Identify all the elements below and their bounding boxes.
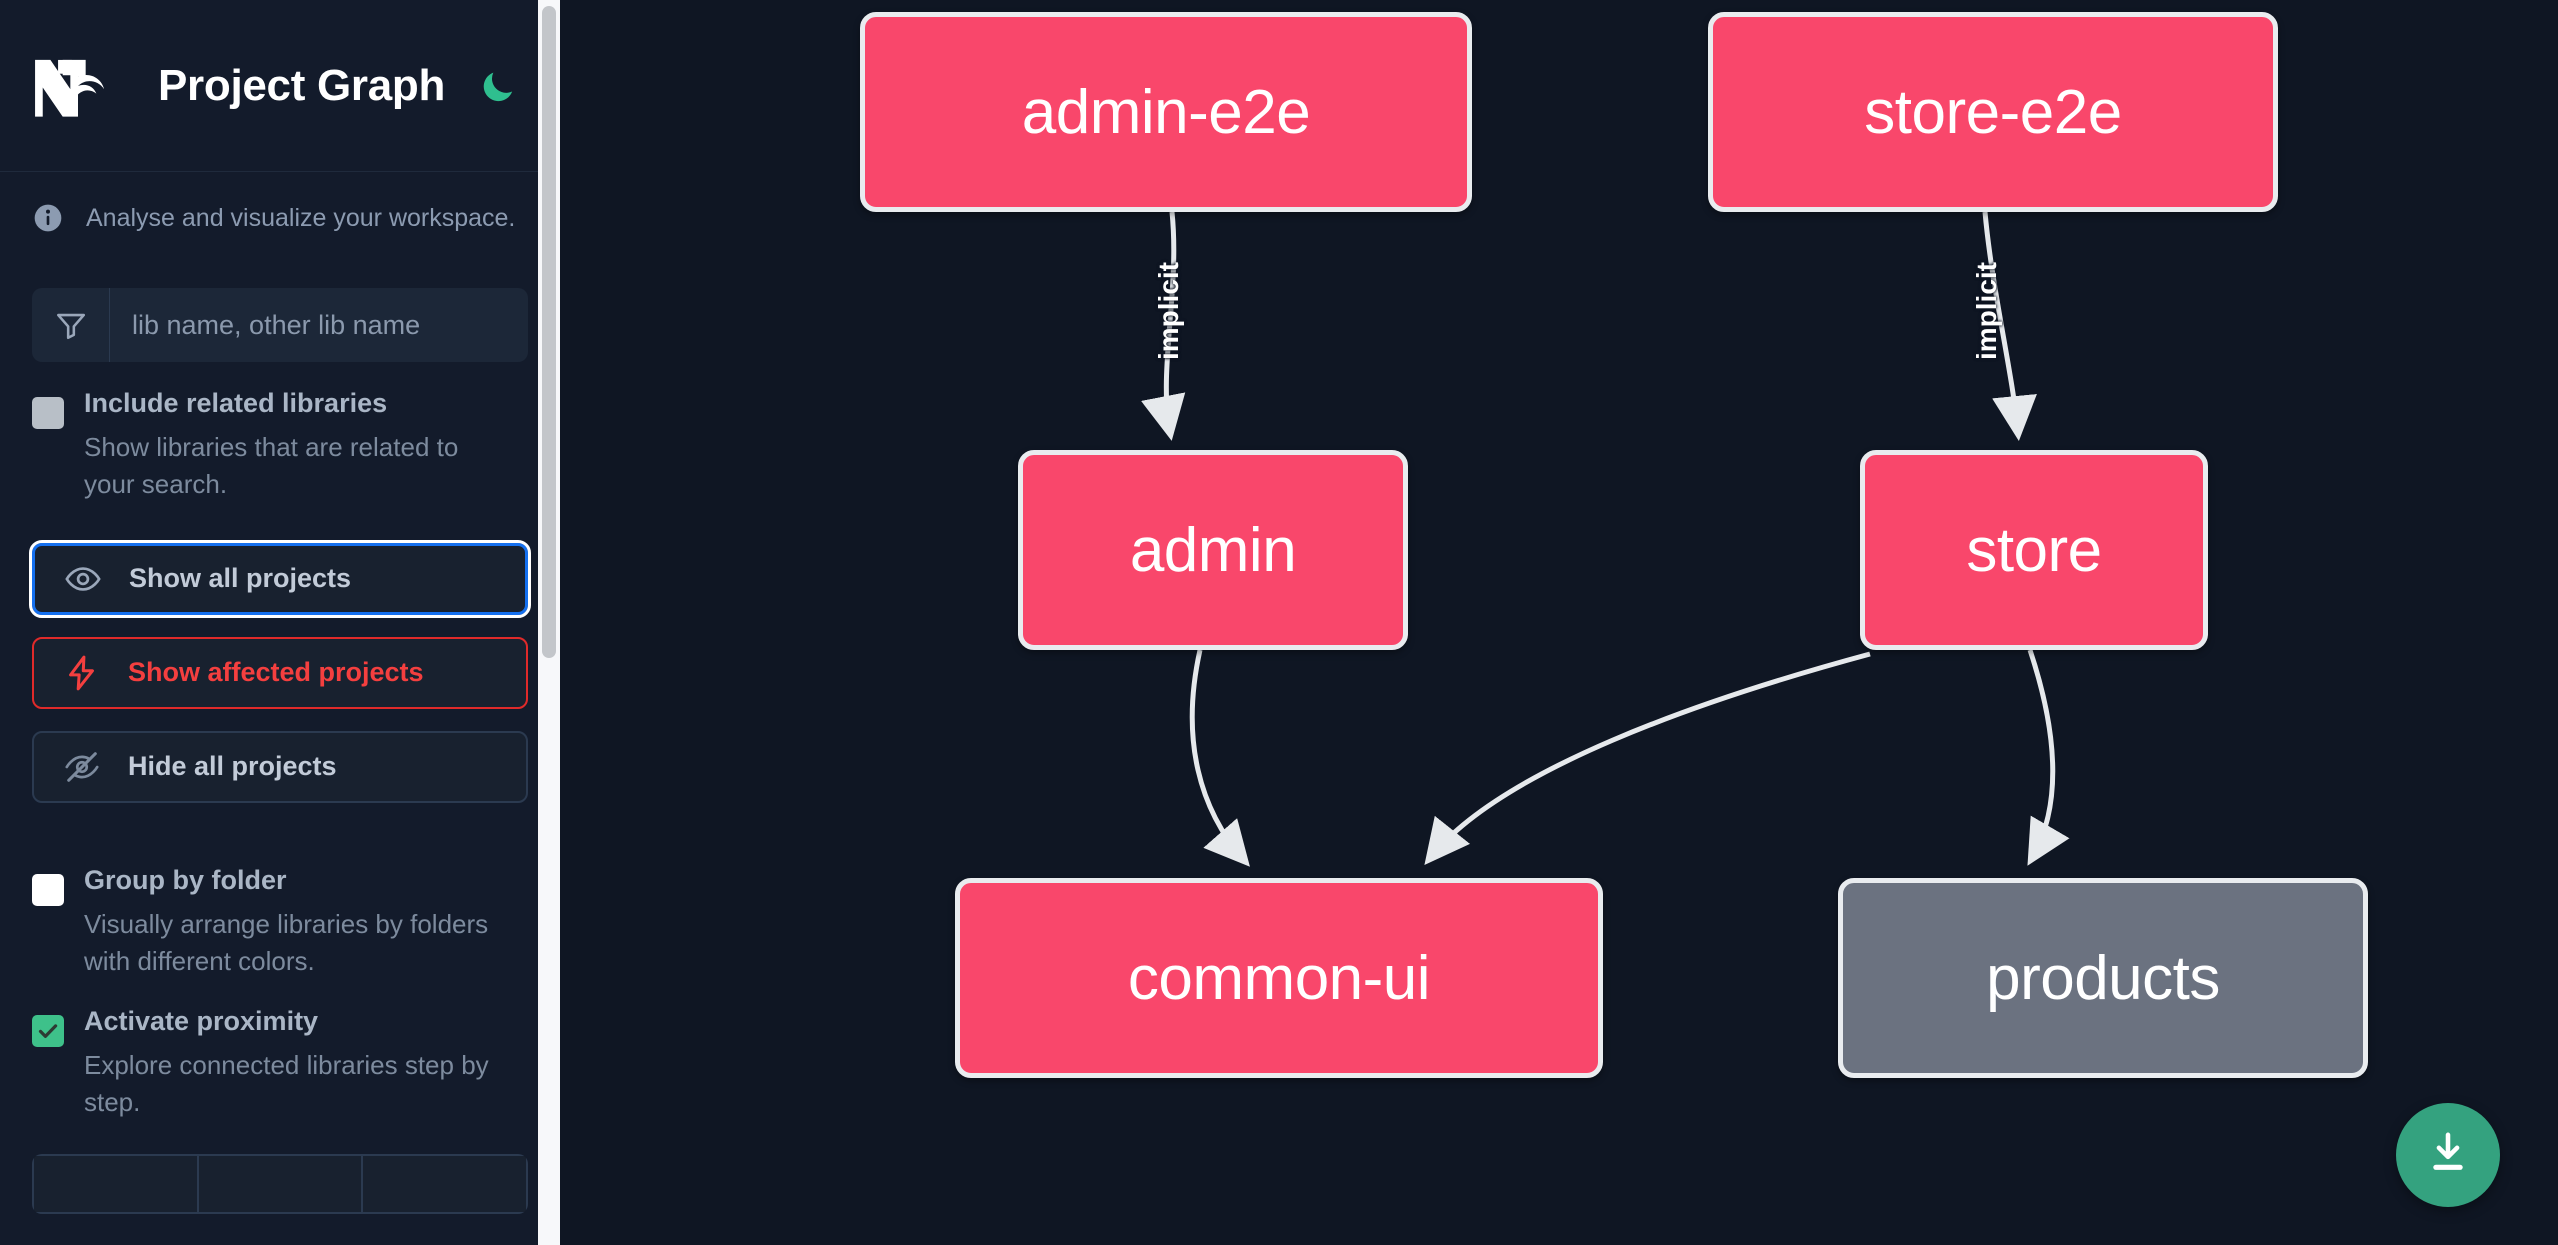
- graph-node-admin[interactable]: admin: [1018, 450, 1408, 650]
- graph-node-label-products: products: [1986, 943, 2220, 1013]
- sidebar: Project Graph Analyse and visualize your…: [0, 0, 560, 1245]
- graph-canvas[interactable]: implicit implicit admin-e2e store-e2e ad…: [560, 0, 2558, 1245]
- checkbox-box-activate-proximity[interactable]: [32, 1014, 64, 1047]
- show-all-projects-label: Show all projects: [129, 563, 352, 594]
- proximity-step-decrease[interactable]: [32, 1154, 199, 1215]
- project-visibility-buttons: Show all projects Show affected projects: [29, 539, 531, 803]
- graph-node-products[interactable]: products: [1838, 878, 2368, 1078]
- show-all-projects-button[interactable]: Show all projects: [29, 539, 531, 618]
- filter-field-wrapper: [32, 288, 528, 362]
- checkbox-label-include-related-libraries: Include related libraries: [84, 388, 388, 418]
- filter-icon: [32, 288, 110, 362]
- graph-node-common-ui[interactable]: common-ui: [955, 878, 1603, 1078]
- edge-admin-e2e-to-admin: [1141, 211, 1186, 441]
- sidebar-scrollbar[interactable]: [538, 0, 560, 1245]
- graph-node-label-store-e2e: store-e2e: [1864, 77, 2122, 147]
- checkbox-box-include-related-libraries[interactable]: [32, 397, 64, 429]
- hide-all-projects-label: Hide all projects: [128, 751, 337, 782]
- show-affected-projects-button[interactable]: Show affected projects: [32, 636, 528, 709]
- sidebar-body: Analyse and visualize your workspace. In…: [0, 172, 560, 1215]
- hide-all-projects-button[interactable]: Hide all projects: [32, 730, 528, 803]
- nx-logo-icon: [32, 55, 124, 117]
- checkbox-box-group-by-folder[interactable]: [32, 873, 64, 906]
- page-title: Project Graph: [158, 60, 446, 110]
- checkbox-label-activate-proximity: Activate proximity: [84, 1005, 319, 1036]
- show-affected-projects-label: Show affected projects: [128, 657, 424, 688]
- edge-label-implicit-admin: implicit: [1153, 261, 1185, 361]
- check-icon: [38, 1023, 58, 1038]
- search-input[interactable]: [110, 288, 528, 362]
- graph-node-store-e2e[interactable]: store-e2e: [1708, 12, 2278, 212]
- proximity-step-button-group[interactable]: [32, 1154, 528, 1215]
- edge-store-e2e-to-store: [1982, 211, 2037, 441]
- proximity-step-increase[interactable]: [363, 1154, 528, 1215]
- checkbox-include-related-libraries[interactable]: Include related libraries Show libraries…: [32, 390, 528, 503]
- checkbox-activate-proximity[interactable]: Activate proximity Explore connected lib…: [32, 1005, 528, 1121]
- sidebar-header: Project Graph: [0, 0, 560, 172]
- eye-off-icon: [62, 747, 102, 787]
- edge-admin-to-common-ui: [1189, 649, 1250, 867]
- tagline: Analyse and visualize your workspace.: [32, 172, 528, 264]
- edge-store-to-common-ui: [1424, 651, 1871, 866]
- checkbox-description-activate-proximity: Explore connected libraries step by step…: [84, 1049, 489, 1117]
- graph-node-store[interactable]: store: [1860, 450, 2208, 650]
- eye-icon: [63, 559, 103, 599]
- checkbox-label-group-by-folder: Group by folder: [84, 864, 287, 895]
- edge-store-to-products: [2027, 649, 2070, 866]
- proximity-step-value[interactable]: [198, 1154, 364, 1215]
- divider-spacer: [32, 803, 528, 839]
- sidebar-scrollbar-thumb[interactable]: [542, 6, 556, 658]
- checkbox-group-by-folder[interactable]: Group by folder Visually arrange librari…: [32, 864, 528, 980]
- graph-node-label-admin: admin: [1129, 515, 1297, 585]
- download-icon: [2422, 1127, 2474, 1184]
- checkbox-description-include-related-libraries: Show libraries that are related to your …: [84, 432, 459, 499]
- tagline-text: Analyse and visualize your workspace.: [86, 203, 516, 232]
- filter-field[interactable]: [32, 288, 528, 362]
- graph-edges: [1141, 211, 2070, 867]
- graph-node-label-common-ui: common-ui: [1127, 943, 1431, 1013]
- checkbox-description-group-by-folder: Visually arrange libraries by folders wi…: [84, 908, 489, 976]
- info-icon: [32, 202, 64, 234]
- graph-node-label-store: store: [1966, 515, 2102, 585]
- edge-label-implicit-store: implicit: [1971, 261, 2003, 361]
- download-image-button[interactable]: [2396, 1103, 2500, 1207]
- moon-icon[interactable]: [475, 63, 521, 109]
- graph-node-admin-e2e[interactable]: admin-e2e: [860, 12, 1472, 212]
- graph-node-label-admin-e2e: admin-e2e: [1021, 77, 1311, 147]
- lightning-bolt-icon: [62, 653, 102, 693]
